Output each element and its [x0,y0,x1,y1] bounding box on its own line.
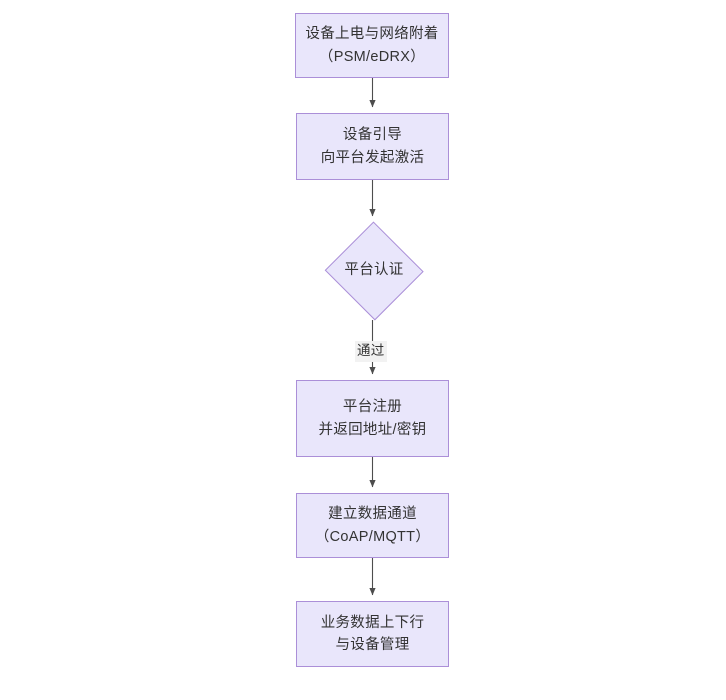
node-label-line: 平台注册 [342,399,403,416]
node-platform-authentication[interactable]: 平台认证 [324,221,424,321]
node-platform-registration[interactable]: 平台注册 并返回地址/密钥 [296,380,449,457]
node-label-line: 向平台发起激活 [320,149,425,166]
node-label-line: （PSM/eDRX） [318,48,426,65]
node-label-line: 业务数据上下行 [320,614,425,631]
node-business-data-and-device-management[interactable]: 业务数据上下行 与设备管理 [296,601,449,667]
node-label-line: 与设备管理 [335,637,410,653]
node-data-channel-setup[interactable]: 建立数据通道 （CoAP/MQTT） [296,493,449,558]
node-label-line: 并返回地址/密钥 [318,421,427,438]
node-label-line: 设备引导 [342,127,403,144]
node-device-power-on[interactable]: 设备上电与网络附着 （PSM/eDRX） [295,13,449,78]
node-label-line: 平台认证 [344,262,404,279]
edge-label-pass: 通过 [355,341,387,362]
node-label-line: （CoAP/MQTT） [314,528,431,545]
node-label-line: 设备上电与网络附着 [305,26,439,43]
node-device-bootstrap[interactable]: 设备引导 向平台发起激活 [296,113,449,180]
node-label-line: 建立数据通道 [328,506,417,523]
